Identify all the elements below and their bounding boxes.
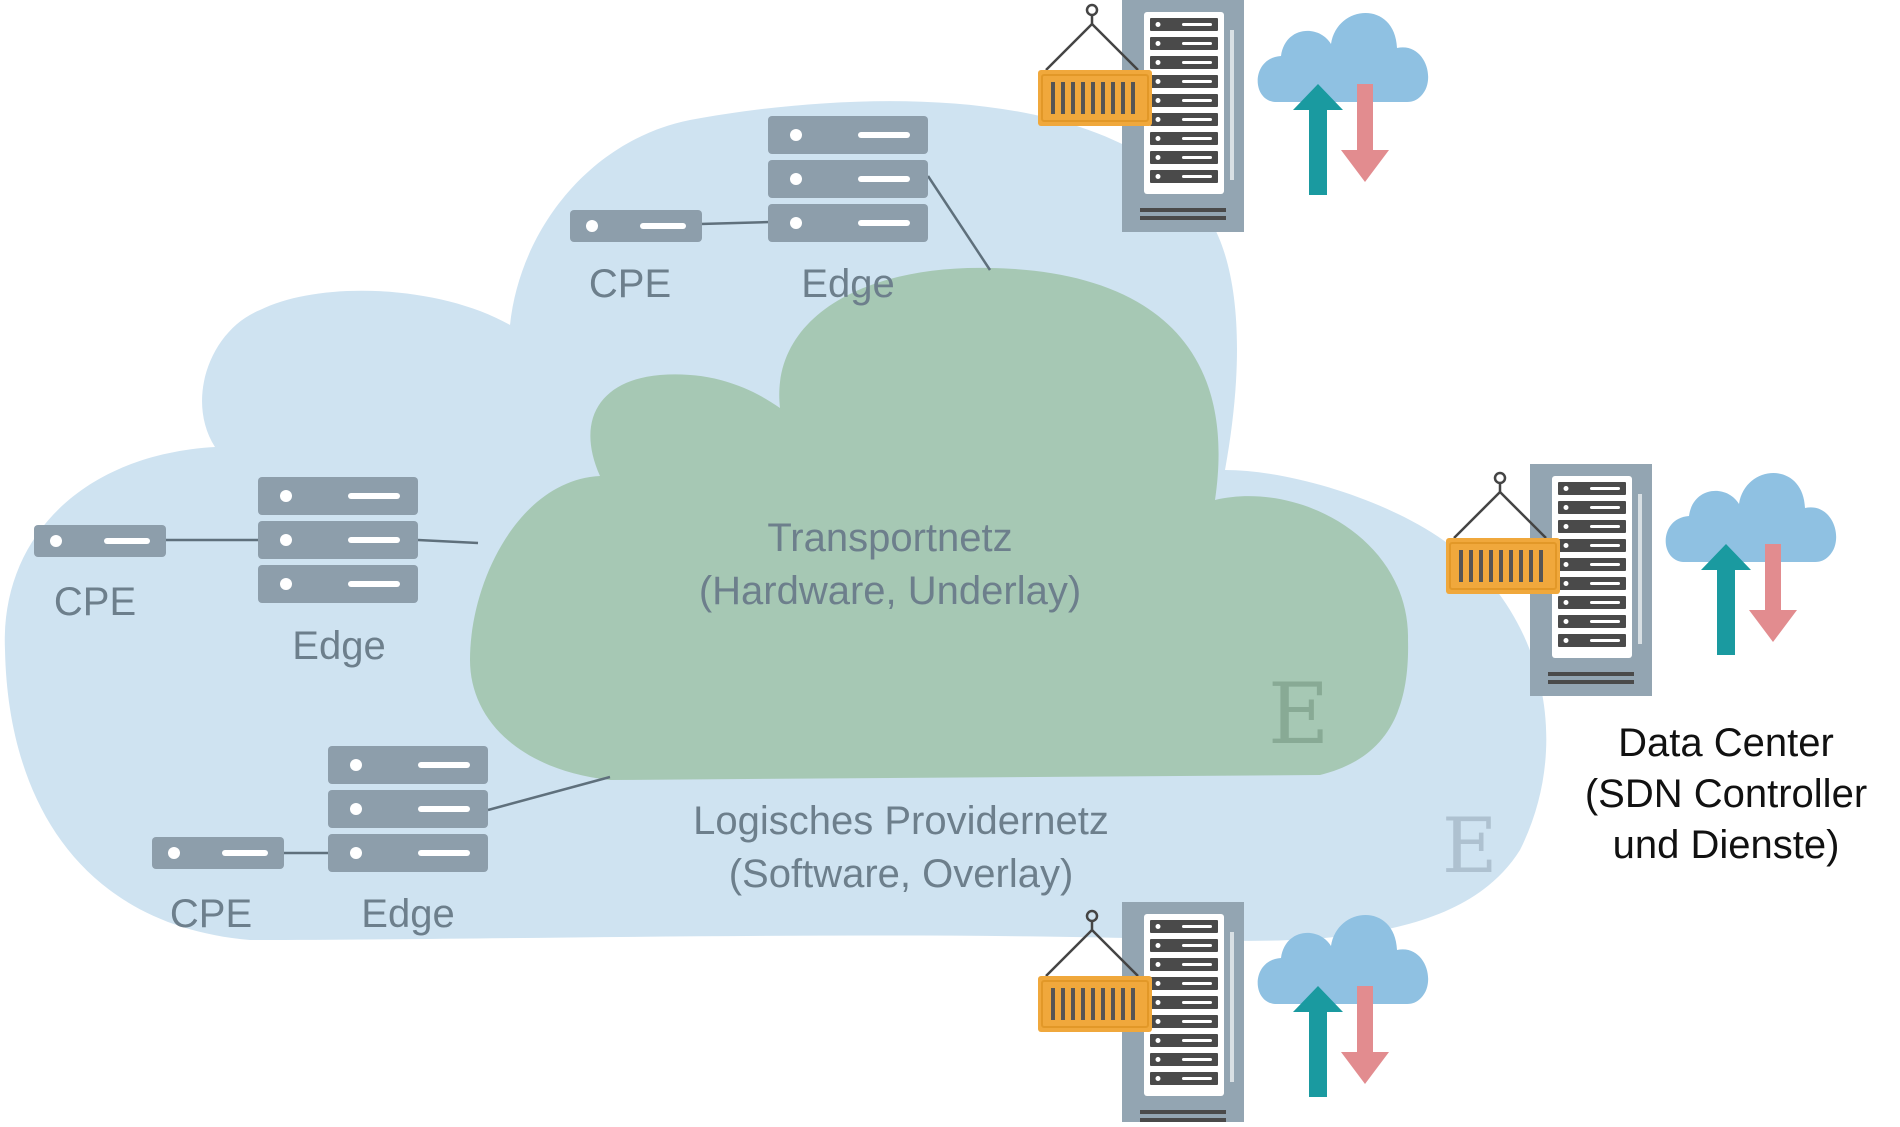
- E-letter-watermark-icon: E: [1268, 665, 1329, 763]
- dc-line-1: Data Center: [1618, 721, 1834, 765]
- provider-subtitle: (Software, Overlay): [728, 851, 1074, 896]
- cpe-device-icon: [34, 525, 166, 557]
- cloud-upload-download-icon: [1257, 13, 1429, 195]
- dc-line-3: und Dienste): [1612, 823, 1840, 868]
- edge-label-top: Edge: [801, 262, 895, 306]
- connection-lines: [165, 175, 992, 855]
- transport-network-label: Transportnetz (Hardware, Underlay): [699, 512, 1081, 618]
- cpe-label-left: CPE: [53, 580, 137, 624]
- edge-label-left: Edge: [292, 624, 386, 668]
- cloud-upload-download-icon: [1257, 915, 1429, 1097]
- transport-subtitle: (Hardware, Underlay): [698, 568, 1082, 613]
- edge-label-bottom: Edge: [361, 892, 455, 936]
- provider-network-label: Logisches Providernetz (Software, Overla…: [693, 795, 1109, 901]
- cpe-label-top: CPE: [588, 262, 672, 306]
- edge-server-icon: [328, 746, 488, 872]
- edge-server-icon: [768, 116, 928, 242]
- dc-line-2: (SDN Controller: [1584, 772, 1868, 817]
- provider-title: Logisches Providernetz: [693, 799, 1109, 843]
- cpe-label-bottom: CPE: [169, 892, 253, 936]
- transport-title: Transportnetz: [767, 516, 1013, 560]
- E-letter-watermark-icon: E: [1442, 801, 1497, 890]
- transport-cloud: [470, 267, 1409, 780]
- cpe-device-icon: [570, 210, 702, 242]
- cloud-upload-download-icon: [1665, 473, 1837, 655]
- cpe-device-icon: [152, 837, 284, 869]
- data-center-label: Data Center (SDN Controller und Dienste): [1585, 718, 1867, 872]
- edge-server-icon: [258, 477, 418, 603]
